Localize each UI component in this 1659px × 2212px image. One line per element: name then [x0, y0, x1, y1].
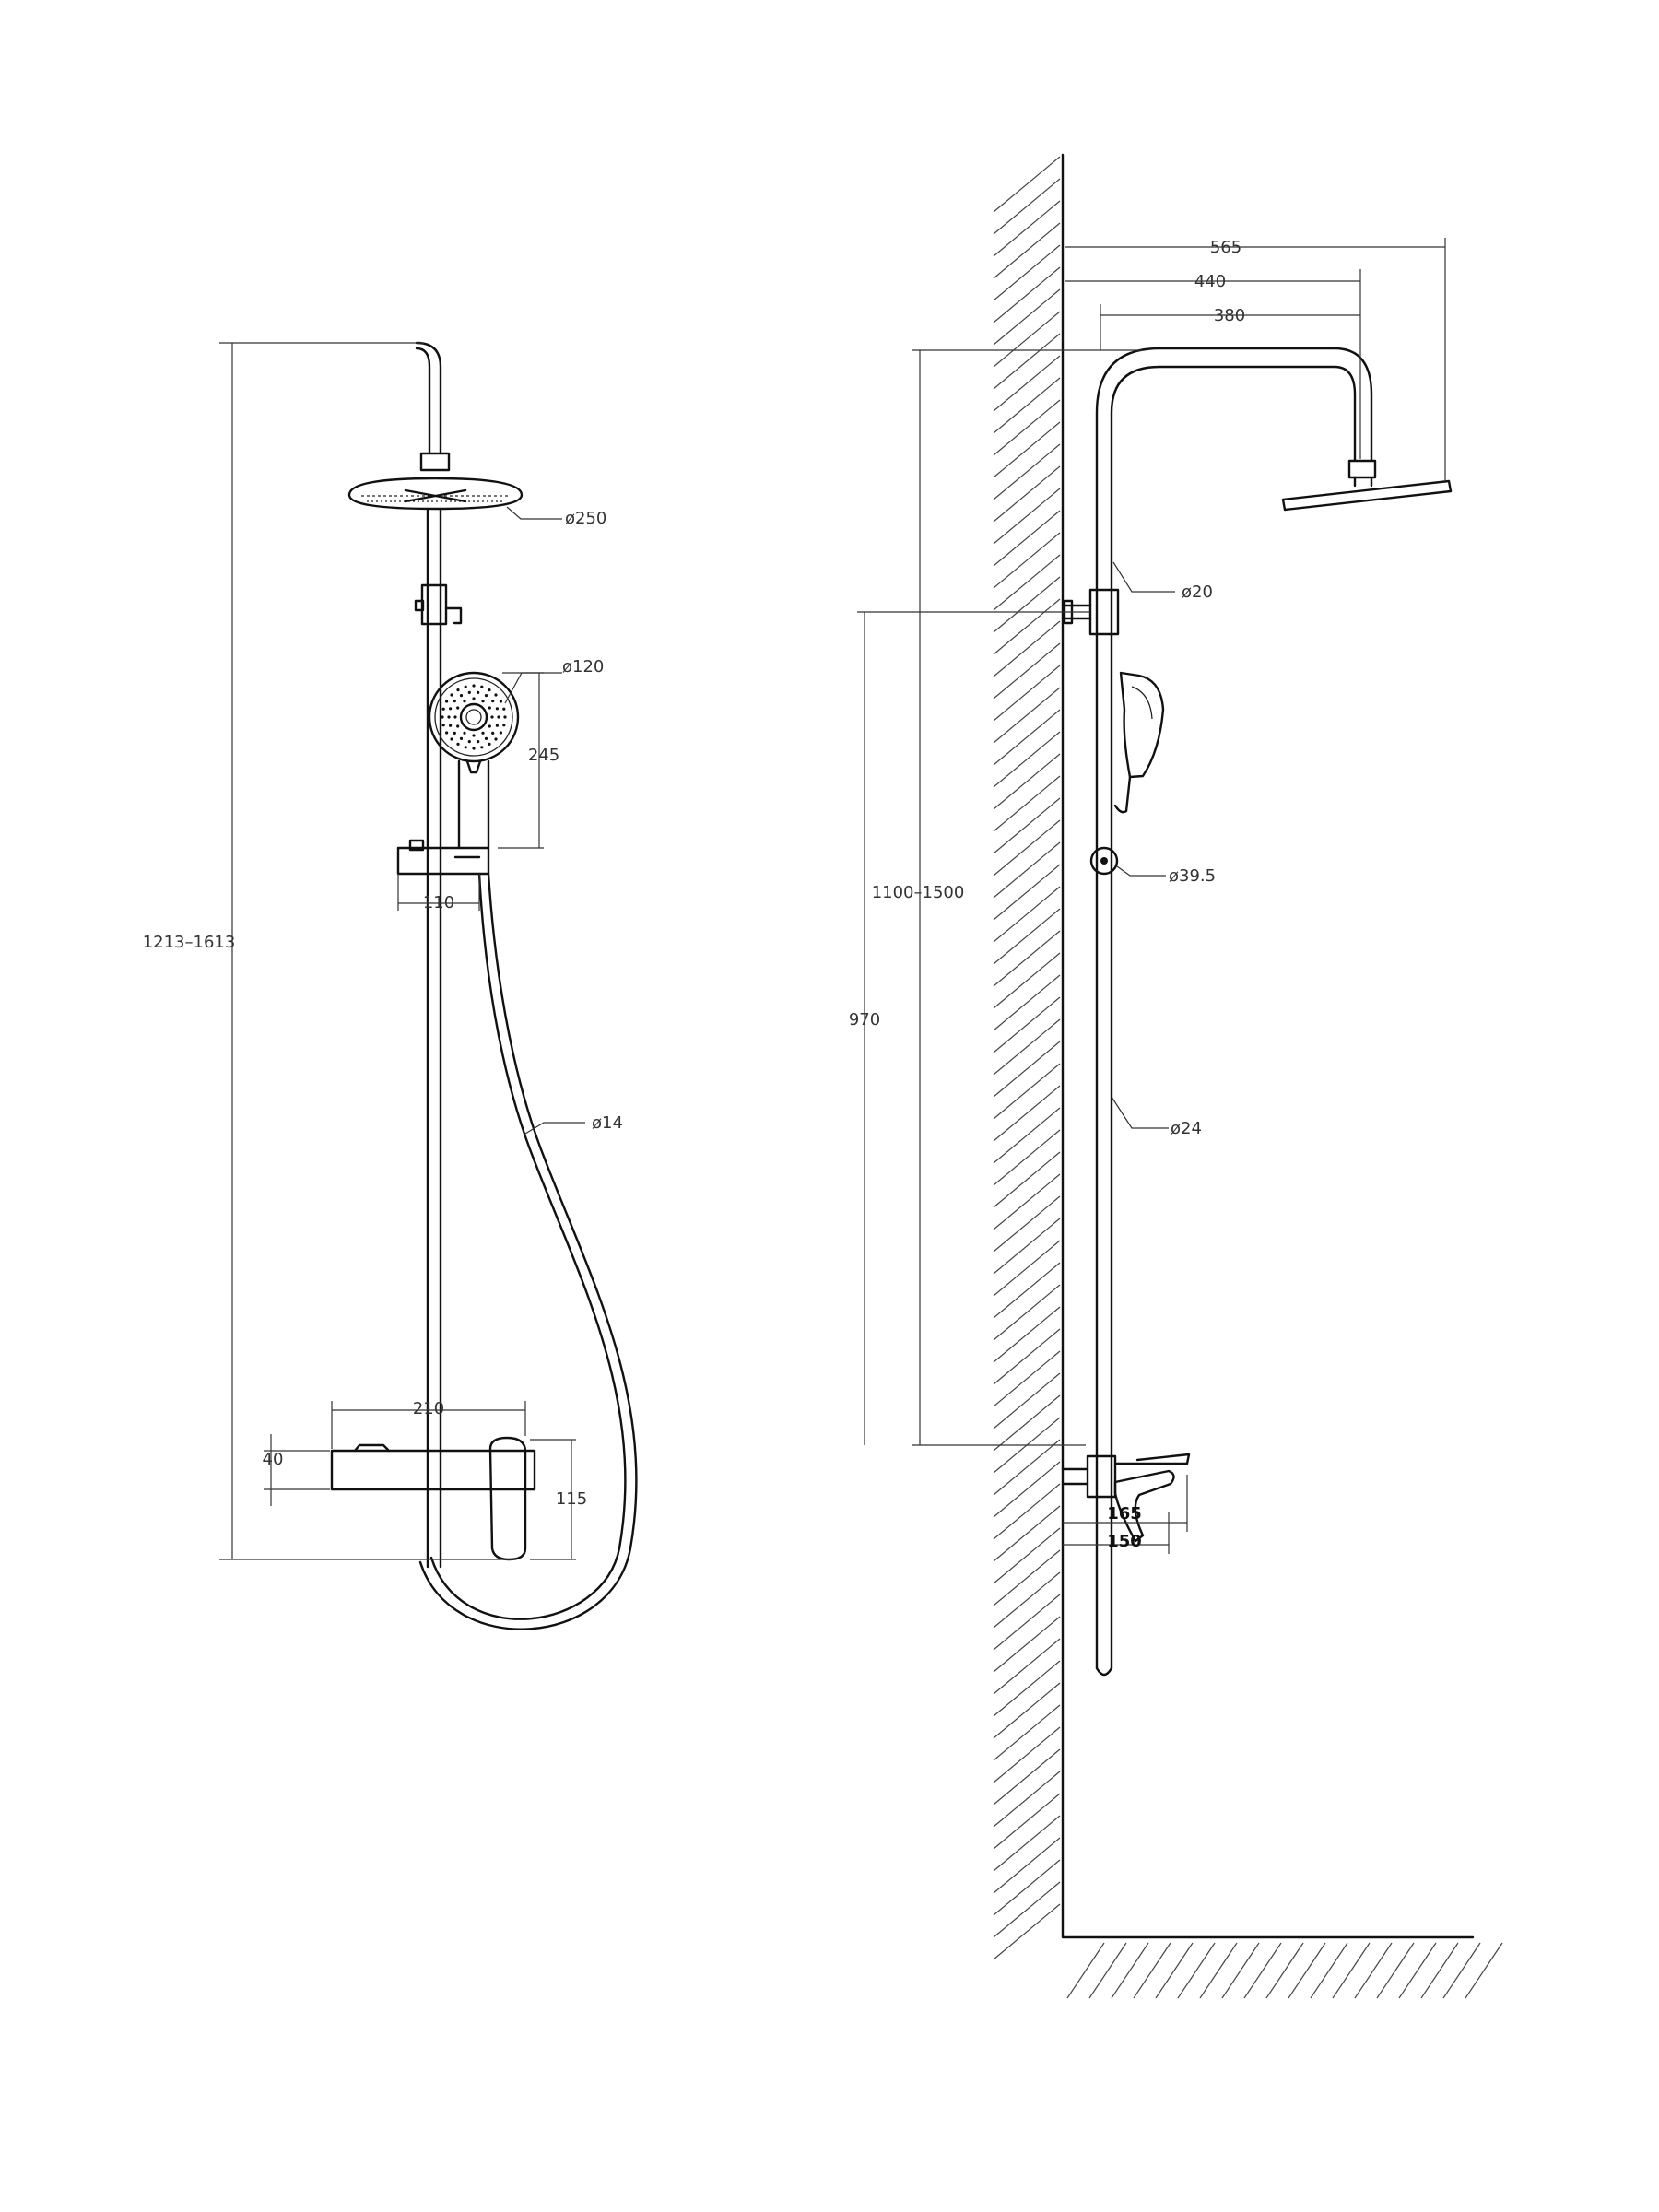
holder-width-label: 110	[423, 893, 454, 912]
side-main-rail	[1095, 347, 1373, 1670]
overall-height-label: 1213–1613	[143, 933, 236, 952]
hand-shower	[428, 671, 520, 850]
mixer-height-label: 115	[556, 1489, 587, 1509]
shower-hose	[429, 872, 627, 1620]
front-view: 1213–1613 ø250 ø120 245 110 ø14 210 40 1…	[143, 341, 638, 1630]
side-rain-head	[1281, 459, 1453, 512]
hand-shower-diameter-label: ø120	[562, 657, 604, 677]
side-mixer	[1061, 1453, 1191, 1543]
diverter-knob	[414, 583, 463, 626]
front-main-rail	[426, 507, 442, 1569]
hand-shower-offset-label: 245	[528, 746, 559, 765]
front-mixer	[330, 1436, 536, 1561]
side-slider	[1089, 846, 1119, 876]
mixer-width-label: 210	[413, 1399, 444, 1418]
mixer-depth-label: 150	[1107, 1532, 1142, 1551]
rail-diameter-label: ø24	[1171, 1119, 1202, 1138]
bracket-height-label: 970	[849, 1010, 880, 1030]
slide-holder	[396, 839, 490, 876]
arm-diameter-label: ø20	[1182, 582, 1213, 602]
rail-height-range-label: 1100–1500	[872, 883, 965, 902]
slider-diameter-label: ø39.5	[1169, 866, 1216, 886]
wall	[993, 153, 1503, 1999]
hose-diameter-label: ø14	[592, 1113, 623, 1133]
arm-total-projection-label: 565	[1210, 238, 1241, 257]
rain-head-diameter-label: ø250	[565, 509, 606, 528]
spout-height-label: 40	[263, 1450, 284, 1469]
front-dimensions	[219, 342, 585, 1560]
side-dimensions	[857, 238, 1446, 1554]
side-view: 565 440 380 ø20 1100–1500 970 ø39.5 ø24 …	[849, 153, 1503, 1999]
side-hand-shower	[1113, 671, 1165, 814]
spout-length-label: 165	[1107, 1504, 1142, 1524]
arm-projection-label: 440	[1194, 272, 1226, 291]
head-center-offset-label: 380	[1214, 306, 1245, 325]
rain-head	[347, 452, 524, 511]
